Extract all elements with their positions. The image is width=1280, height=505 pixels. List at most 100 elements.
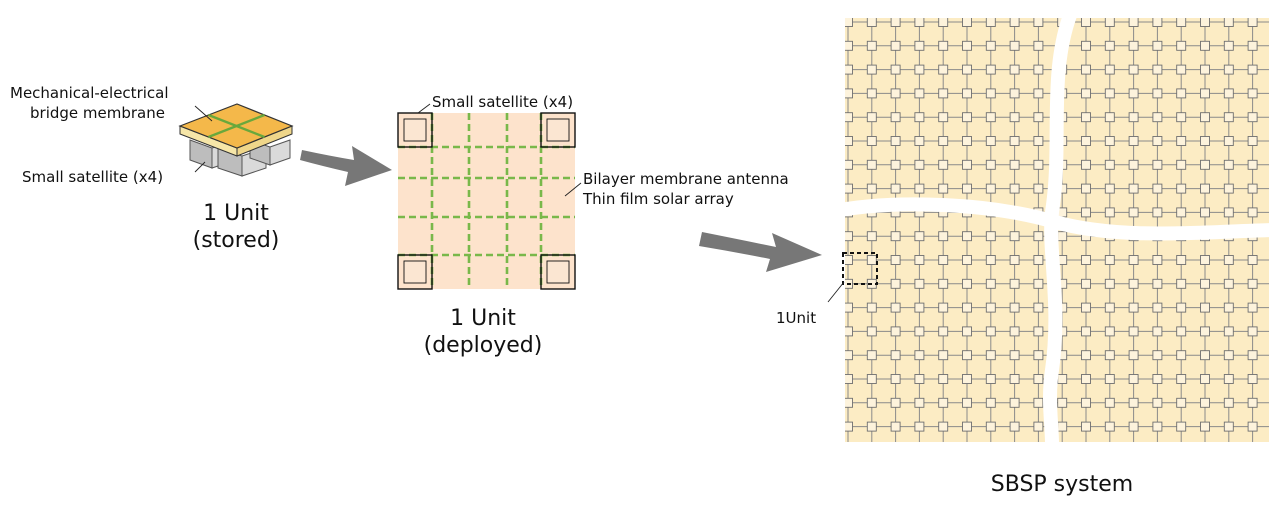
grid-node: [1152, 64, 1163, 75]
grid-node: [1081, 136, 1091, 146]
grid-node: [962, 278, 972, 289]
grid-node: [985, 231, 996, 242]
grid-node: [1223, 302, 1234, 313]
grid-node: [1033, 397, 1044, 408]
grid-node: [845, 350, 853, 361]
grid-node: [1009, 88, 1020, 99]
grid-node: [985, 374, 996, 384]
stored-satellite-label: Small satellite (x4): [22, 168, 163, 186]
grid-node: [1152, 421, 1163, 432]
grid-node: [890, 231, 901, 242]
grid-node: [845, 397, 853, 408]
grid-node: [938, 421, 949, 432]
grid-node: [1009, 374, 1020, 384]
grid-node: [866, 64, 877, 75]
grid-node: [845, 136, 853, 146]
deployed-unit: Small satellite (x4) Bilayer membrane an…: [397, 93, 789, 358]
grid-node: [962, 88, 972, 99]
grid-node: [1009, 112, 1020, 123]
grid-node: [1176, 159, 1187, 170]
grid-node: [1033, 302, 1044, 313]
grid-node: [890, 278, 901, 289]
grid-node: [1223, 183, 1234, 194]
grid-node: [962, 397, 972, 408]
grid-node: [1057, 231, 1068, 242]
grid-node: [845, 159, 853, 170]
grid-node: [914, 64, 925, 75]
grid-node: [890, 136, 901, 146]
grid-node: [1128, 326, 1139, 337]
grid-node: [890, 255, 901, 265]
grid-node: [985, 421, 996, 432]
grid-node: [985, 18, 996, 27]
stored-caption: (stored): [193, 228, 280, 253]
grid-node: [1200, 302, 1210, 313]
grid-node: [938, 374, 949, 384]
grid-node: [890, 40, 901, 51]
grid-node: [938, 231, 949, 242]
grid-node: [1152, 326, 1163, 337]
grid-node: [962, 231, 972, 242]
grid-node: [1223, 64, 1234, 75]
grid-node: [1033, 40, 1044, 51]
grid-node: [914, 326, 925, 337]
grid-node: [1152, 88, 1163, 99]
membrane-label: Mechanical-electrical: [10, 84, 169, 102]
grid-node: [1247, 18, 1258, 27]
grid-node: [1223, 374, 1234, 384]
grid-node: [845, 64, 853, 75]
grid-node: [1033, 112, 1044, 123]
grid-node: [1033, 326, 1044, 337]
deployed-satellite-leader: [417, 103, 431, 114]
grid-node: [1200, 136, 1210, 146]
grid-node: [1033, 88, 1044, 99]
grid-node: [866, 350, 877, 361]
grid-node: [914, 112, 925, 123]
grid-node: [1057, 397, 1068, 408]
grid-node: [1009, 183, 1020, 194]
grid-node: [1223, 207, 1234, 218]
grid-node: [962, 136, 972, 146]
grid-node: [1200, 18, 1210, 27]
grid-node: [1104, 183, 1115, 194]
grid-node: [962, 18, 972, 27]
sbsp-system: 1Unit SBSP system: [776, 18, 1269, 497]
grid-node: [866, 326, 877, 337]
grid-node: [985, 302, 996, 313]
grid-node: [1152, 374, 1163, 384]
grid-node: [962, 112, 972, 123]
grid-node: [1009, 40, 1020, 51]
grid-node: [890, 350, 901, 361]
grid-node: [1128, 159, 1139, 170]
grid-node: [1057, 421, 1068, 432]
grid-node: [938, 40, 949, 51]
grid-node: [1176, 64, 1187, 75]
grid-node: [866, 374, 877, 384]
grid-node: [1104, 207, 1115, 218]
grid-node: [1200, 88, 1210, 99]
grid-node: [1200, 159, 1210, 170]
grid-node: [1223, 421, 1234, 432]
grid-node: [914, 278, 925, 289]
grid-node: [1033, 18, 1044, 27]
grid-node: [914, 255, 925, 265]
grid-node: [1152, 18, 1163, 27]
grid-node: [914, 350, 925, 361]
grid-node: [1081, 302, 1091, 313]
grid-node: [962, 350, 972, 361]
arrow-icon: [300, 146, 392, 186]
grid-node: [1009, 278, 1020, 289]
grid-node: [1152, 136, 1163, 146]
grid-node: [1009, 64, 1020, 75]
grid-node: [845, 374, 853, 384]
grid-node: [1009, 326, 1020, 337]
grid-node: [890, 159, 901, 170]
grid-node: [1081, 326, 1091, 337]
grid-node: [1009, 136, 1020, 146]
grid-node: [914, 183, 925, 194]
grid-node: [1223, 159, 1234, 170]
grid-node: [938, 255, 949, 265]
grid-node: [1033, 255, 1044, 265]
grid-node: [914, 421, 925, 432]
grid-node: [1176, 397, 1187, 408]
